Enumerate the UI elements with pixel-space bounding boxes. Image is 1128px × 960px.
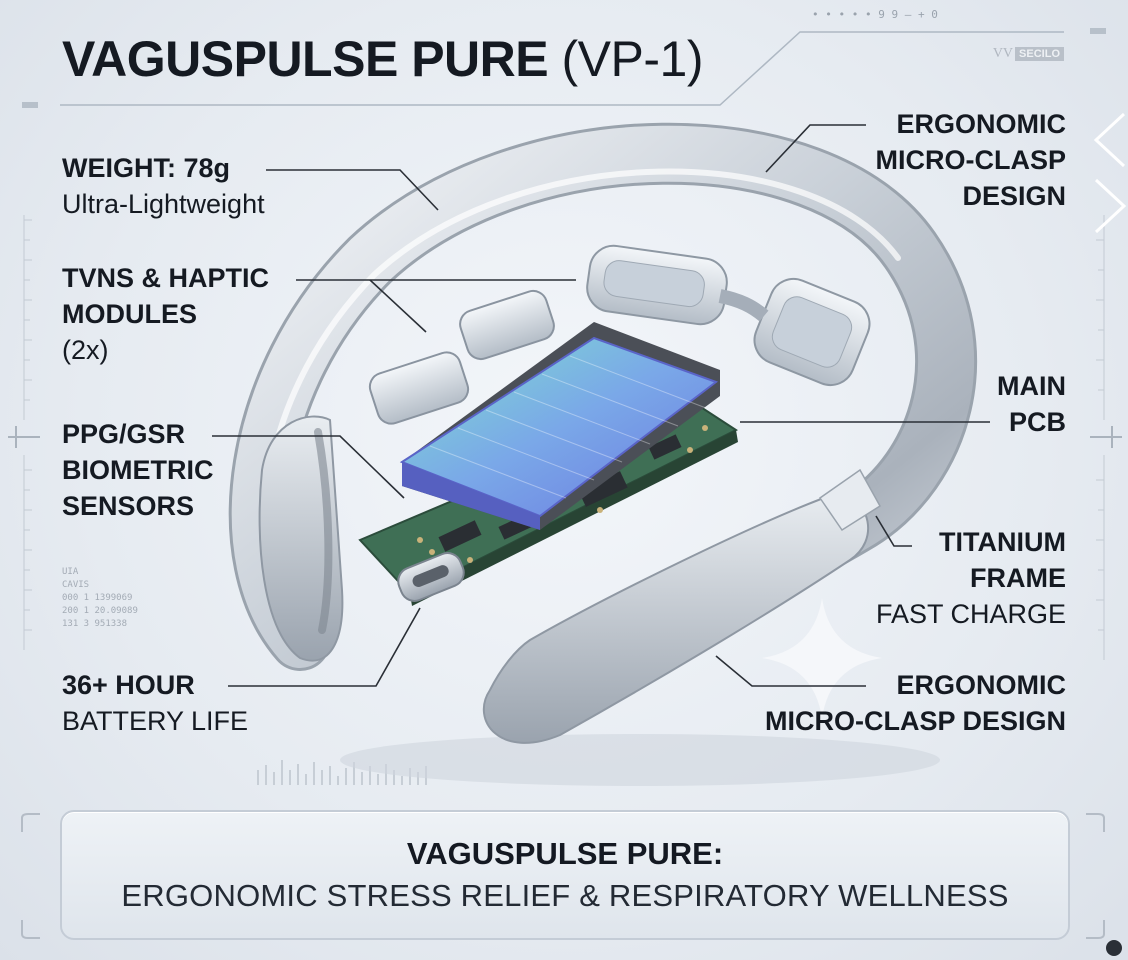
label-clasp-top: ERGONOMIC MICRO-CLASP DESIGN [876, 106, 1067, 214]
tvns-line3: (2x) [62, 335, 109, 365]
chevron-left-icon[interactable] [1092, 108, 1128, 238]
clasp-bottom-line1: ERGONOMIC [896, 670, 1066, 700]
label-titanium-frame: TITANIUM FRAME FAST CHARGE [876, 524, 1066, 632]
title-model: (VP-1) [561, 31, 704, 87]
label-weight: WEIGHT: 78g Ultra-Lightweight [62, 150, 265, 222]
banner-subtitle: ERGONOMIC STRESS RELIEF & RESPIRATORY WE… [121, 878, 1009, 913]
tvns-line2: MODULES [62, 299, 197, 329]
tvns-line1: TVNS & HAPTIC [62, 263, 270, 293]
clasp-bottom-line2: MICRO-CLASP DESIGN [764, 706, 1066, 736]
label-clasp-bottom: ERGONOMIC MICRO-CLASP DESIGN [765, 667, 1066, 739]
header-deco-text: • • • • • 9 9 — + 0 [812, 8, 938, 21]
summary-banner: VAGUSPULSE PURE: ERGONOMIC STRESS RELIEF… [60, 810, 1070, 940]
spec-row: 131 3 951338 [62, 619, 128, 629]
titanium-line1: TITANIUM [939, 527, 1066, 557]
corner-action-icon[interactable] [1106, 940, 1122, 956]
battery-note: BATTERY LIFE [62, 706, 249, 736]
clasp-top-line3: DESIGN [962, 181, 1066, 211]
titanium-line2: FRAME [970, 563, 1066, 593]
ppg-line1: PPG/GSR [62, 419, 186, 449]
spec-row: UIA [62, 567, 79, 577]
label-main-pcb: MAIN PCB [997, 368, 1066, 440]
label-battery-life: 36+ HOUR BATTERY LIFE [62, 667, 248, 739]
weight-note: Ultra-Lightweight [62, 189, 265, 219]
logo-box-text: SECILO [1015, 47, 1064, 61]
pcb-line1: MAIN [997, 371, 1066, 401]
logo-mark-text: VV [992, 46, 1014, 61]
weight-value: WEIGHT: 78g [62, 153, 231, 183]
page-title: VAGUSPULSE PURE (VP-1) [62, 30, 703, 88]
ppg-line2: BIOMETRIC [62, 455, 214, 485]
spec-row: CAVIS [62, 580, 90, 590]
spec-table-deco: UIA CAVIS 000 1 1399069 200 1 20.09089 1… [62, 566, 138, 631]
title-bold: VAGUSPULSE PURE [62, 31, 549, 87]
spec-row: 000 1 1399069 [62, 593, 133, 603]
titanium-line3: FAST CHARGE [875, 599, 1066, 629]
battery-value: 36+ HOUR [62, 670, 195, 700]
label-tvns-modules: TVNS & HAPTIC MODULES (2x) [62, 260, 269, 368]
clasp-top-line1: ERGONOMIC [896, 109, 1066, 139]
banner-title: VAGUSPULSE PURE: [406, 836, 724, 871]
pcb-line2: PCB [1008, 407, 1066, 437]
ppg-line3: SENSORS [62, 491, 195, 521]
spec-row: 200 1 20.09089 [62, 606, 138, 616]
clasp-top-line2: MICRO-CLASP [875, 145, 1067, 175]
chevron-right-icon[interactable] [1092, 178, 1128, 238]
label-ppg-sensors: PPG/GSR BIOMETRIC SENSORS [62, 416, 214, 524]
